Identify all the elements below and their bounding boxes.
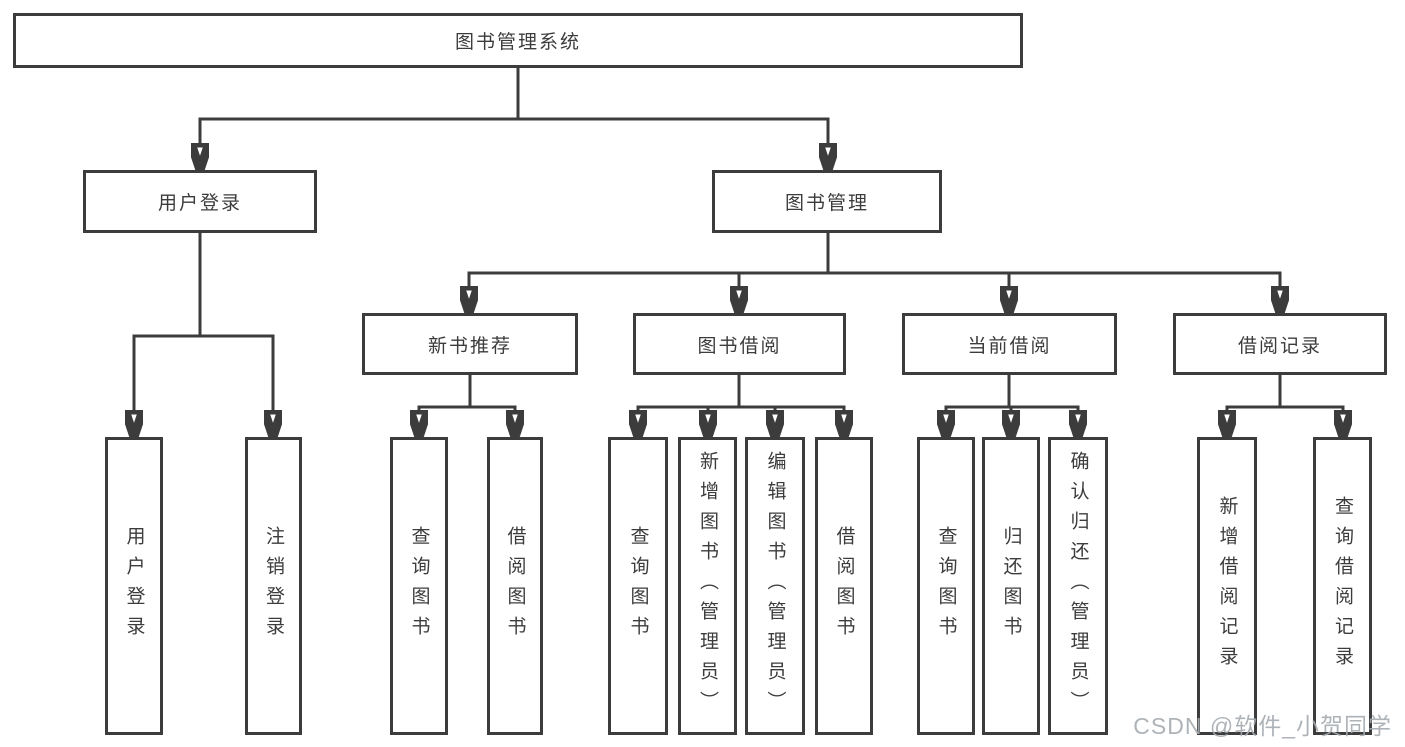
node-return-books: 归还图书 — [982, 437, 1040, 735]
node-book-borrowing-label: 图书借阅 — [697, 335, 782, 357]
node-user-login-action-label: 用户登录 — [123, 526, 145, 646]
node-book-management: 图书管理 — [712, 170, 942, 233]
node-confirm-return-admin-label: 确认归还（管理员） — [1067, 451, 1089, 721]
node-return-books-label: 归还图书 — [1000, 526, 1022, 646]
connector-book-management-to-level3 — [469, 231, 1280, 286]
node-edit-book-admin: 编辑图书（管理员） — [745, 437, 805, 735]
node-user-login-action: 用户登录 — [105, 437, 163, 735]
node-recommend-query-books: 查询图书 — [390, 437, 448, 735]
node-add-borrow-record-label: 新增借阅记录 — [1216, 496, 1238, 676]
node-new-book-recommendation: 新书推荐 — [362, 313, 578, 375]
node-borrowing-query-books-label: 查询图书 — [627, 526, 649, 646]
connector-current-borrowing-to-children — [946, 373, 1078, 410]
node-query-borrow-record: 查询借阅记录 — [1313, 437, 1372, 735]
connector-borrowing-records-to-children — [1227, 373, 1343, 410]
node-borrowing-borrow-books-label: 借阅图书 — [833, 526, 855, 646]
node-logout-action-label: 注销登录 — [263, 526, 284, 646]
node-borrowing-borrow-books: 借阅图书 — [815, 437, 873, 735]
node-root: 图书管理系统 — [13, 13, 1023, 68]
node-recommend-borrow-books-label: 借阅图书 — [504, 526, 526, 646]
node-book-management-label: 图书管理 — [784, 193, 869, 214]
node-query-borrow-record-label: 查询借阅记录 — [1332, 496, 1353, 676]
node-new-book-recommendation-label: 新书推荐 — [427, 335, 512, 357]
node-add-borrow-record: 新增借阅记录 — [1197, 437, 1257, 735]
node-borrowing-records-label: 借阅记录 — [1237, 335, 1322, 357]
node-recommend-borrow-books: 借阅图书 — [487, 437, 543, 735]
node-current-borrowing: 当前借阅 — [902, 313, 1117, 375]
connector-root-to-level2 — [200, 66, 828, 143]
node-add-book-admin-label: 新增图书（管理员） — [697, 451, 718, 721]
node-edit-book-admin-label: 编辑图书（管理员） — [764, 451, 786, 721]
node-root-label: 图书管理系统 — [454, 32, 581, 53]
node-borrowing-query-books: 查询图书 — [608, 437, 668, 735]
node-user-login-label: 用户登录 — [157, 193, 242, 214]
node-confirm-return-admin: 确认归还（管理员） — [1048, 437, 1108, 735]
node-book-borrowing: 图书借阅 — [633, 313, 846, 375]
csdn-watermark: CSDN @软件_小贺同学 — [1133, 713, 1392, 739]
node-recommend-query-books-label: 查询图书 — [408, 526, 430, 646]
node-current-query-books-label: 查询图书 — [935, 526, 957, 646]
node-logout-action: 注销登录 — [245, 437, 302, 735]
connector-user-login-to-children — [134, 231, 273, 410]
node-current-borrowing-label: 当前借阅 — [967, 335, 1052, 357]
node-borrowing-records: 借阅记录 — [1173, 313, 1387, 375]
node-current-query-books: 查询图书 — [917, 437, 975, 735]
connector-new-book-to-children — [419, 373, 515, 410]
node-user-login: 用户登录 — [83, 170, 317, 233]
connector-book-borrowing-to-children — [638, 373, 844, 410]
node-add-book-admin: 新增图书（管理员） — [678, 437, 737, 735]
